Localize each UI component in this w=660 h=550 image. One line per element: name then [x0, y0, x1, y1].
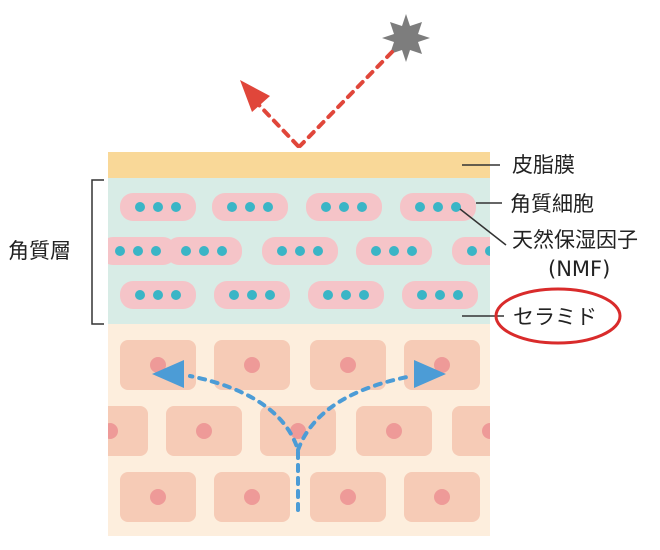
nmf-dot: [485, 246, 490, 256]
nmf-dot: [323, 290, 333, 300]
cell-nucleus: [244, 489, 260, 505]
nmf-dot: [151, 246, 161, 256]
nmf-dot: [407, 246, 417, 256]
cell-nucleus: [150, 357, 166, 373]
ceramide-label: セラミド: [513, 305, 597, 329]
nmf-dot: [313, 246, 323, 256]
nmf-dot: [371, 246, 381, 256]
nmf-label: 天然保湿因子: [512, 228, 638, 252]
uv-burst-icon: [382, 14, 430, 62]
nmf-dot: [295, 246, 305, 256]
cell-nucleus: [434, 357, 450, 373]
nmf-dot: [415, 202, 425, 212]
sebum-film-label: 皮脂膜: [512, 153, 575, 177]
blue-arrow-head-icon: [152, 360, 184, 388]
epidermal-cell: [108, 406, 148, 456]
sebum-film-layer: [108, 152, 490, 178]
red-arrow-head-icon: [240, 80, 270, 112]
cell-nucleus: [150, 489, 166, 505]
nmf-dot: [265, 290, 275, 300]
blue-arrow-head-icon: [414, 360, 446, 388]
cell-nucleus: [244, 357, 260, 373]
nmf-dot: [247, 290, 257, 300]
nmf-dot: [263, 202, 273, 212]
nmf-dot: [133, 246, 143, 256]
corneocyte-group: [108, 193, 490, 309]
nmf-dot: [467, 246, 477, 256]
nmf-dot: [171, 202, 181, 212]
nmf-dot: [217, 246, 227, 256]
nmf-dot: [339, 202, 349, 212]
epidermal-cell-group: [108, 340, 490, 522]
epidermal-cell: [452, 406, 490, 456]
cell-nucleus: [340, 489, 356, 505]
stratum-corneum-bracket: [91, 179, 104, 325]
stratum-corneum-label: 角質層: [8, 239, 71, 263]
cell-nucleus: [196, 423, 212, 439]
uv-reflected-ray: [256, 102, 300, 148]
nmf-leader: [459, 208, 507, 246]
nmf-dot: [153, 290, 163, 300]
cell-nucleus: [340, 357, 356, 373]
cell-nucleus: [290, 423, 306, 439]
nmf-dot: [453, 290, 463, 300]
cell-nucleus: [434, 489, 450, 505]
nmf-dot: [357, 202, 367, 212]
nmf-dot: [277, 246, 287, 256]
nmf-dot: [135, 290, 145, 300]
nmf-dot: [227, 202, 237, 212]
nmf-dot: [181, 246, 191, 256]
nmf-dot: [115, 246, 125, 256]
leader-lines: [459, 164, 507, 317]
nmf-abbrev-label: (NMF): [548, 257, 610, 281]
cell-nucleus: [108, 423, 118, 439]
ceramide-highlight-ring: [494, 287, 622, 345]
nmf-dot: [435, 290, 445, 300]
uv-incoming-ray: [298, 50, 394, 148]
nmf-dot: [341, 290, 351, 300]
nmf-dot: [359, 290, 369, 300]
moisture-flow: [188, 374, 414, 512]
nmf-dot: [417, 290, 427, 300]
cell-nucleus: [482, 423, 490, 439]
nmf-dot: [321, 202, 331, 212]
nmf-dot: [389, 246, 399, 256]
cell-nucleus: [386, 423, 402, 439]
nmf-dot: [229, 290, 239, 300]
nmf-dot: [433, 202, 443, 212]
nmf-dot: [171, 290, 181, 300]
nmf-dot: [199, 246, 209, 256]
nmf-dot: [451, 202, 461, 212]
nmf-dot: [135, 202, 145, 212]
corneocyte-label: 角質細胞: [510, 192, 594, 216]
nmf-dot: [245, 202, 255, 212]
nmf-dot: [153, 202, 163, 212]
